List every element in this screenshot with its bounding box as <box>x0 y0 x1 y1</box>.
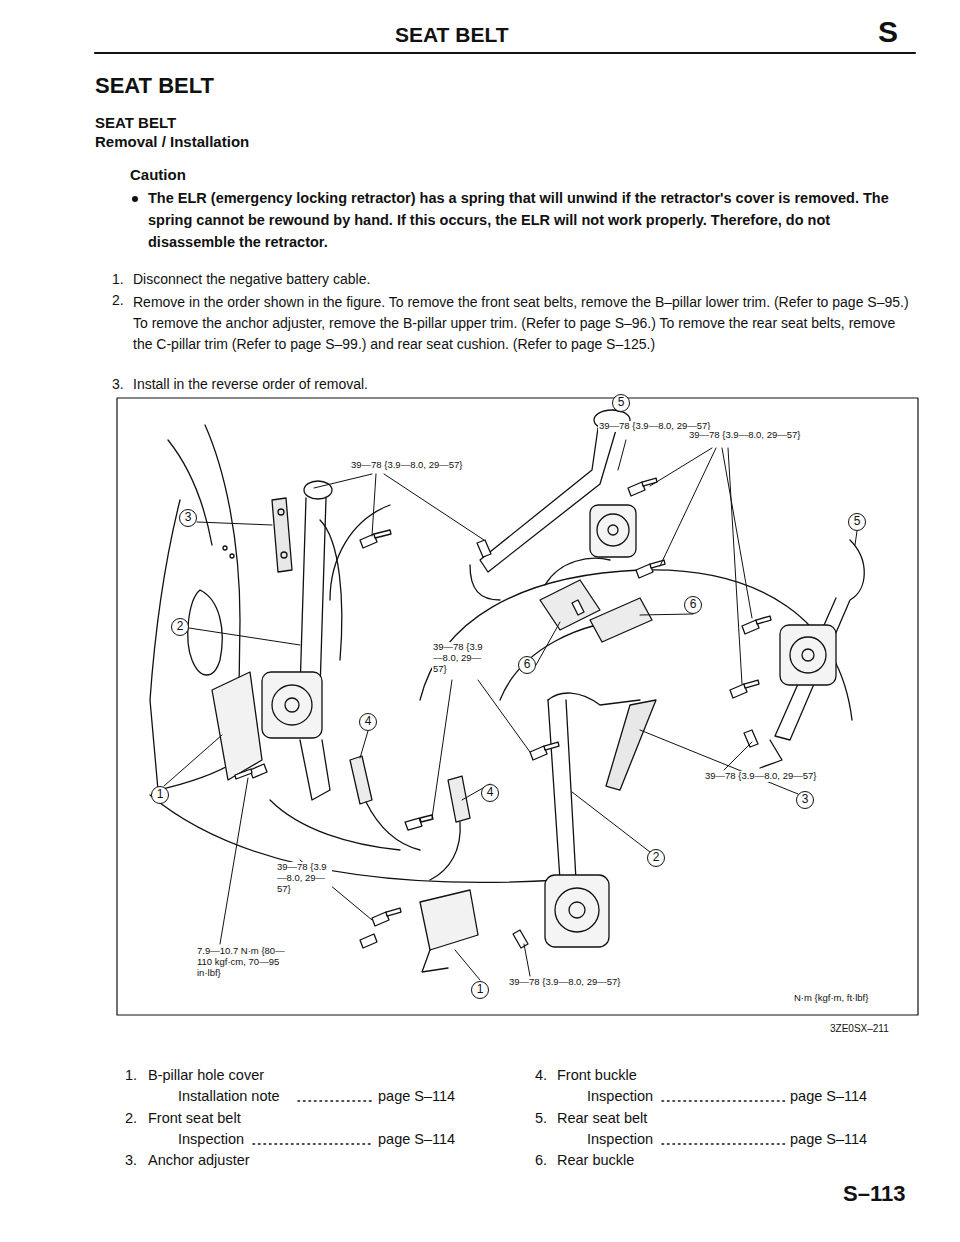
torque-spec: 7.9—10.7 N·m {80—110 kgf·cm, 70—95 in·lb… <box>196 946 298 979</box>
reference-label: Installation note <box>178 1088 280 1105</box>
callout-number: 5 <box>612 394 630 412</box>
unit-note: N·m {kgf·m, ft·lbf} <box>793 993 869 1004</box>
callout-number: 4 <box>481 784 499 802</box>
page-reference: page S–114 <box>378 1131 455 1148</box>
callout-number: 1 <box>471 981 489 999</box>
callout-number: 6 <box>684 596 702 614</box>
page-reference: page S–114 <box>790 1131 867 1148</box>
part-name: Rear buckle <box>557 1152 634 1169</box>
part-number: 5. <box>535 1110 547 1127</box>
reference-label: Inspection <box>587 1131 653 1148</box>
step-text: Remove in the order shown in the figure.… <box>133 292 913 355</box>
figure-code: 3ZE0SX–211 <box>830 1023 889 1035</box>
procedure-heading: Removal / Installation <box>95 133 249 151</box>
callout-number: 1 <box>151 786 169 804</box>
part-number: 2. <box>125 1110 137 1127</box>
step-text: Disconnect the negative battery cable. <box>133 271 370 288</box>
part-name: B-pillar hole cover <box>148 1067 264 1084</box>
torque-spec: 39—78 {3.9—8.0, 29—57} <box>688 430 801 441</box>
callout-number: 5 <box>848 513 866 531</box>
page-reference: page S–114 <box>378 1088 455 1105</box>
callout-number: 2 <box>171 618 189 636</box>
part-number: 1. <box>125 1067 137 1084</box>
caution-text: The ELR (emergency locking retractor) ha… <box>148 187 913 253</box>
section-title: SEAT BELT <box>95 73 214 99</box>
bullet-dot <box>132 196 138 202</box>
callout-number: 3 <box>179 509 197 527</box>
part-name: Rear seat belt <box>557 1110 647 1127</box>
torque-spec: 39—78 {3.9—8.0, 29—57} <box>350 460 463 471</box>
subsection-heading: SEAT BELT <box>95 114 176 132</box>
torque-spec: 39—78 {3.9—8.0, 29—57} <box>276 862 332 895</box>
part-number: 4. <box>535 1067 547 1084</box>
section-letter: S <box>878 14 898 50</box>
part-name: Front seat belt <box>148 1110 241 1127</box>
part-name: Front buckle <box>557 1067 637 1084</box>
step-number: 1. <box>112 271 124 288</box>
page-reference: page S–114 <box>790 1088 867 1105</box>
torque-spec: 39—78 {3.9—8.0, 29—57} <box>508 977 621 988</box>
callout-number: 2 <box>647 849 665 867</box>
callout-number: 4 <box>359 713 377 731</box>
torque-spec: 39—78 {3.9—8.0, 29—57} <box>432 642 488 675</box>
part-name: Anchor adjuster <box>148 1152 250 1169</box>
callout-number: 6 <box>518 656 536 674</box>
part-number: 6. <box>535 1152 547 1169</box>
torque-spec: 39—78 {3.9—8.0, 29—57} <box>704 771 817 782</box>
page-number: S–113 <box>843 1181 905 1207</box>
reference-label: Inspection <box>587 1088 653 1105</box>
caution-heading: Caution <box>130 166 186 184</box>
reference-label: Inspection <box>178 1131 244 1148</box>
part-number: 3. <box>125 1152 137 1169</box>
step-text: Install in the reverse order of removal. <box>133 376 368 393</box>
step-number: 2. <box>112 292 124 309</box>
running-header: SEAT BELT <box>395 22 509 47</box>
step-number: 3. <box>112 376 124 393</box>
callout-number: 3 <box>796 791 814 809</box>
